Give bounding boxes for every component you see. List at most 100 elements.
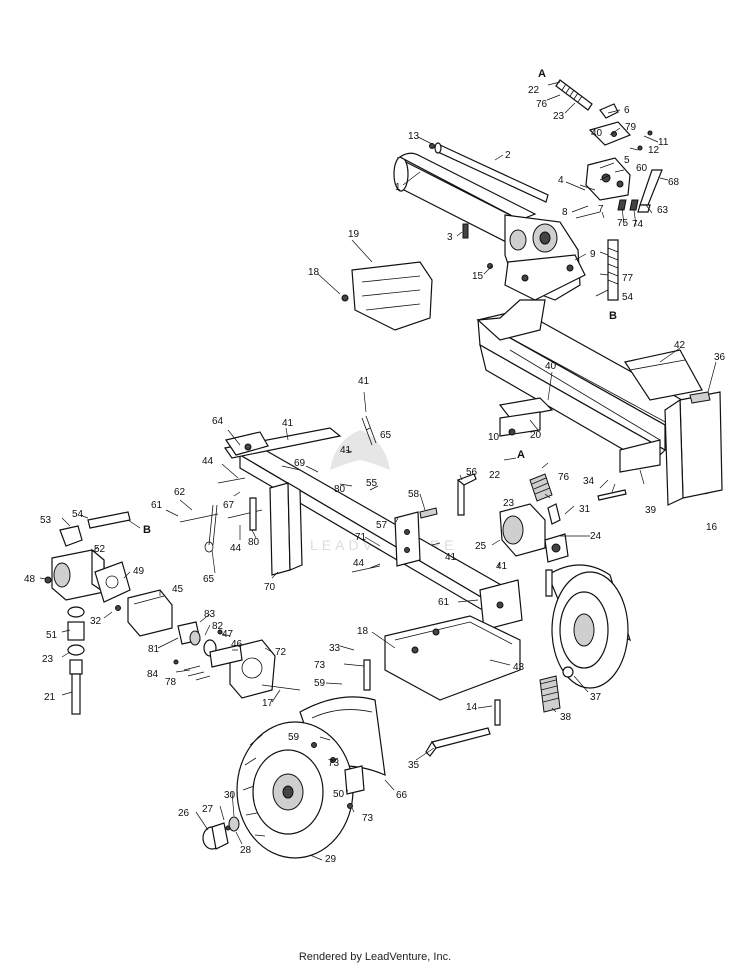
callout-1: 1 — [395, 182, 401, 193]
axle-assembly — [202, 564, 631, 859]
callout-59-b: 59 — [288, 732, 300, 743]
callout-60: 60 — [636, 163, 648, 174]
callout-6: 6 — [624, 105, 630, 116]
callout-24: 24 — [590, 531, 602, 542]
callout-31: 31 — [579, 504, 591, 515]
callout-12: 12 — [648, 145, 660, 156]
callout-66: 66 — [396, 790, 408, 801]
callout-48: 48 — [24, 574, 36, 585]
callout-61-b: 61 — [438, 597, 450, 608]
callout-69: 69 — [294, 458, 306, 469]
callout-57: 57 — [376, 520, 388, 531]
callout-59-a: 59 — [314, 678, 326, 689]
callout-28: 28 — [240, 845, 252, 856]
callout-16: 16 — [706, 522, 718, 533]
callout-74: 74 — [632, 219, 644, 230]
callout-83: 83 — [204, 609, 216, 620]
callout-51: 51 — [46, 630, 58, 641]
callout-23: 23 — [553, 111, 565, 122]
callout-67: 67 — [223, 500, 235, 511]
callout-41-a: 41 — [358, 376, 370, 387]
callout-62: 62 — [174, 487, 186, 498]
connector-b-left: B — [143, 524, 151, 536]
callout-76: 76 — [536, 99, 548, 110]
callout-53: 53 — [40, 515, 52, 526]
callout-40: 40 — [591, 128, 603, 139]
cylinder-assembly — [393, 142, 586, 301]
pump-assembly — [44, 511, 301, 715]
callout-25: 25 — [475, 541, 487, 552]
callout-73-b: 73 — [328, 758, 340, 769]
callout-80-a: 80 — [334, 484, 346, 495]
callout-17: 17 — [262, 698, 274, 709]
callout-71: 71 — [355, 532, 367, 543]
callout-43: 43 — [513, 662, 525, 673]
callout-64: 64 — [212, 416, 224, 427]
callout-33: 33 — [329, 643, 341, 654]
callout-70: 70 — [264, 582, 276, 593]
callouts: 22 76 23 6 79 40 11 12 5 60 68 4 7 8 75 … — [24, 85, 726, 865]
callout-79: 79 — [625, 122, 637, 133]
callout-68: 68 — [668, 177, 680, 188]
callout-47: 47 — [222, 629, 234, 640]
callout-34: 34 — [583, 476, 595, 487]
callout-22: 22 — [528, 85, 540, 96]
callout-9: 9 — [590, 249, 596, 260]
callout-61-a: 61 — [151, 500, 163, 511]
callout-41-d: 41 — [445, 552, 457, 563]
leader-lines — [39, 81, 717, 861]
callout-23-left: 23 — [42, 654, 54, 665]
callout-2: 2 — [505, 150, 511, 161]
callout-3: 3 — [447, 232, 453, 243]
callout-73-a: 73 — [314, 660, 326, 671]
log-cradle-19 — [341, 261, 433, 331]
callout-41-c: 41 — [340, 445, 352, 456]
callout-41-b: 41 — [282, 418, 294, 429]
beam-assembly — [476, 299, 723, 506]
callout-77: 77 — [622, 273, 634, 284]
tongue-frame — [179, 415, 523, 631]
callout-13: 13 — [408, 131, 420, 142]
callout-72: 72 — [275, 647, 287, 658]
callout-20: 20 — [530, 430, 542, 441]
callout-38: 38 — [560, 712, 572, 723]
callout-65-lower: 65 — [203, 574, 215, 585]
callout-54: 54 — [622, 292, 634, 303]
callout-10: 10 — [488, 432, 500, 443]
callout-37: 37 — [590, 692, 602, 703]
callout-15: 15 — [472, 271, 484, 282]
callout-5: 5 — [624, 155, 630, 166]
callout-32: 32 — [90, 616, 102, 627]
callout-55: 55 — [366, 478, 378, 489]
callout-75: 75 — [617, 218, 629, 229]
callout-50: 50 — [333, 789, 345, 800]
callout-56: 56 — [466, 467, 478, 478]
callout-46: 46 — [231, 639, 243, 650]
callout-35: 35 — [408, 760, 420, 771]
callout-21: 21 — [44, 692, 56, 703]
callout-18-lower: 18 — [357, 626, 369, 637]
connector-b-top: B — [609, 310, 617, 322]
callout-65-upper: 65 — [380, 430, 392, 441]
callout-52: 52 — [94, 544, 106, 555]
callout-76-mid: 76 — [558, 472, 570, 483]
callout-11: 11 — [658, 137, 669, 148]
callout-40-lower: 40 — [545, 361, 557, 372]
callout-26: 26 — [178, 808, 190, 819]
control-valve — [429, 79, 663, 301]
callout-39: 39 — [645, 505, 657, 516]
callout-4: 4 — [558, 175, 564, 186]
callout-7: 7 — [598, 204, 604, 215]
callout-63: 63 — [657, 205, 669, 216]
callout-44-c: 44 — [353, 558, 365, 569]
callout-8: 8 — [562, 207, 568, 218]
callout-27: 27 — [202, 804, 214, 815]
footer-credit: Rendered by LeadVenture, Inc. — [298, 951, 452, 963]
callout-82: 82 — [212, 621, 224, 632]
filter-assembly — [499, 473, 569, 597]
callout-41-e: 41 — [496, 561, 508, 572]
connector-a-top: A — [538, 68, 546, 80]
callout-80-b: 80 — [248, 537, 260, 548]
